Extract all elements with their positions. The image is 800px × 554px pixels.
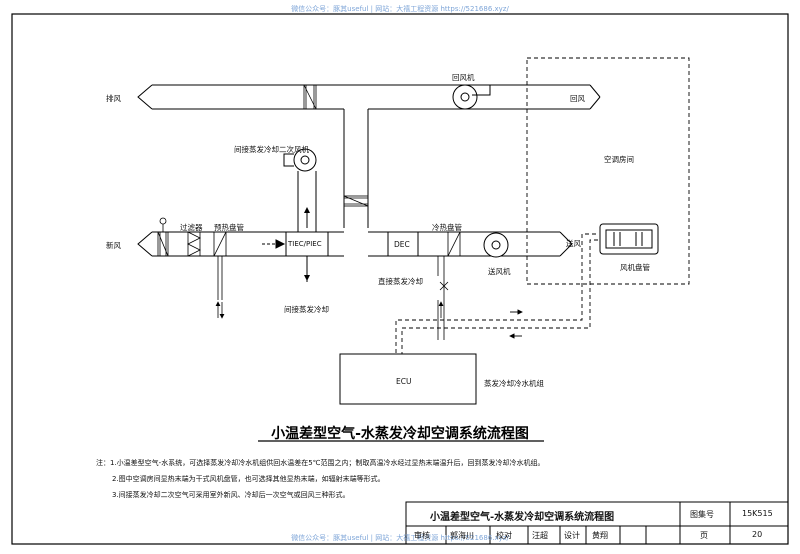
mixing-duct — [343, 109, 369, 228]
secondary-fan-duct — [297, 171, 317, 232]
exhaust-duct — [137, 84, 601, 110]
label-dec: DEC — [394, 240, 410, 249]
tb-page-label: 页 — [700, 531, 708, 540]
exhaust-damper — [303, 84, 317, 110]
label-secondary-fan: 间接蒸发冷却二次风机 — [234, 145, 309, 154]
watermark-top: 微信公众号：豚其useful | 网站：大禧工程资源 https://52168… — [291, 5, 509, 13]
label-supply-air: 送风 — [566, 239, 581, 248]
label-return-fan: 回风机 — [452, 73, 475, 82]
diagram-title: 小温差型空气-水蒸发冷却空调系统流程图 — [271, 426, 529, 442]
flow-arrow — [262, 239, 286, 249]
fresh-air-damper — [157, 217, 169, 257]
tb-review-label: 审核 — [414, 531, 430, 540]
secondary-fan-symbol — [283, 148, 317, 172]
ac-room-boundary — [526, 57, 690, 285]
ecu-box — [339, 353, 477, 405]
tb-design-label: 设计 — [564, 531, 580, 540]
chilled-water-loop — [395, 233, 598, 354]
label-tiec-piec: TIEC/PIEC — [288, 240, 322, 248]
title-block-grid — [405, 501, 789, 545]
label-chiller-unit: 蒸发冷却冷水机组 — [484, 379, 544, 388]
tb-designer: 黄翔 — [592, 531, 608, 540]
tb-page-number: 20 — [752, 530, 763, 539]
tb-atlas-label: 图集号 — [690, 510, 714, 519]
direct-evap-water — [437, 256, 449, 340]
label-supply-fan: 送风机 — [488, 267, 511, 276]
note-3: 3.间接蒸发冷却二次空气可采用室外新风、冷却后一次空气或回风三种形式。 — [112, 491, 350, 499]
label-fresh-air: 新风 — [106, 241, 121, 250]
label-direct-evap: 直接蒸发冷却 — [378, 277, 423, 286]
drawing-frame — [11, 13, 789, 545]
note-1: 注：1.小温差型空气-水系统，可选择蒸发冷却冷水机组供回水温差在5℃范围之内；制… — [96, 459, 545, 467]
label-return-air: 回风 — [570, 94, 585, 103]
tiec-piec-box — [285, 231, 329, 257]
tb-atlas-number: 15K515 — [742, 509, 773, 518]
label-fan-coil: 风机盘管 — [620, 263, 650, 272]
watermark-bottom: 微信公众号：豚其useful | 网站：大禧工程资源 https://52168… — [291, 534, 509, 542]
tb-reviewer: 郭海川 — [450, 531, 474, 540]
label-filter: 过滤器 — [180, 223, 203, 232]
label-indirect-evap: 间接蒸发冷却 — [284, 305, 329, 314]
note-2: 2.图中空调房间显热末端为干式风机盘管，也可选择其他显热末端，如辐射末端等形式。 — [112, 475, 385, 483]
label-ecu: ECU — [396, 377, 412, 386]
dec-box — [387, 231, 419, 257]
mixing-damper — [343, 195, 369, 207]
preheat-coil-symbol — [213, 231, 227, 300]
label-cooling-coil: 冷热盘管 — [432, 223, 462, 232]
cooling-coil-symbol — [447, 231, 461, 257]
label-preheat-coil: 预热盘管 — [214, 223, 244, 232]
supply-fan-symbol — [483, 232, 509, 258]
filter-symbol — [187, 231, 201, 257]
return-fan-symbol — [452, 84, 491, 110]
tb-check-label: 校对 — [496, 531, 512, 540]
label-exhaust-air: 排风 — [106, 94, 121, 103]
label-ac-room: 空调房间 — [604, 155, 634, 164]
fan-coil-unit — [599, 223, 659, 255]
tb-checker: 汪超 — [532, 531, 548, 540]
tb-drawing-title: 小温差型空气-水蒸发冷却空调系统流程图 — [430, 512, 615, 523]
